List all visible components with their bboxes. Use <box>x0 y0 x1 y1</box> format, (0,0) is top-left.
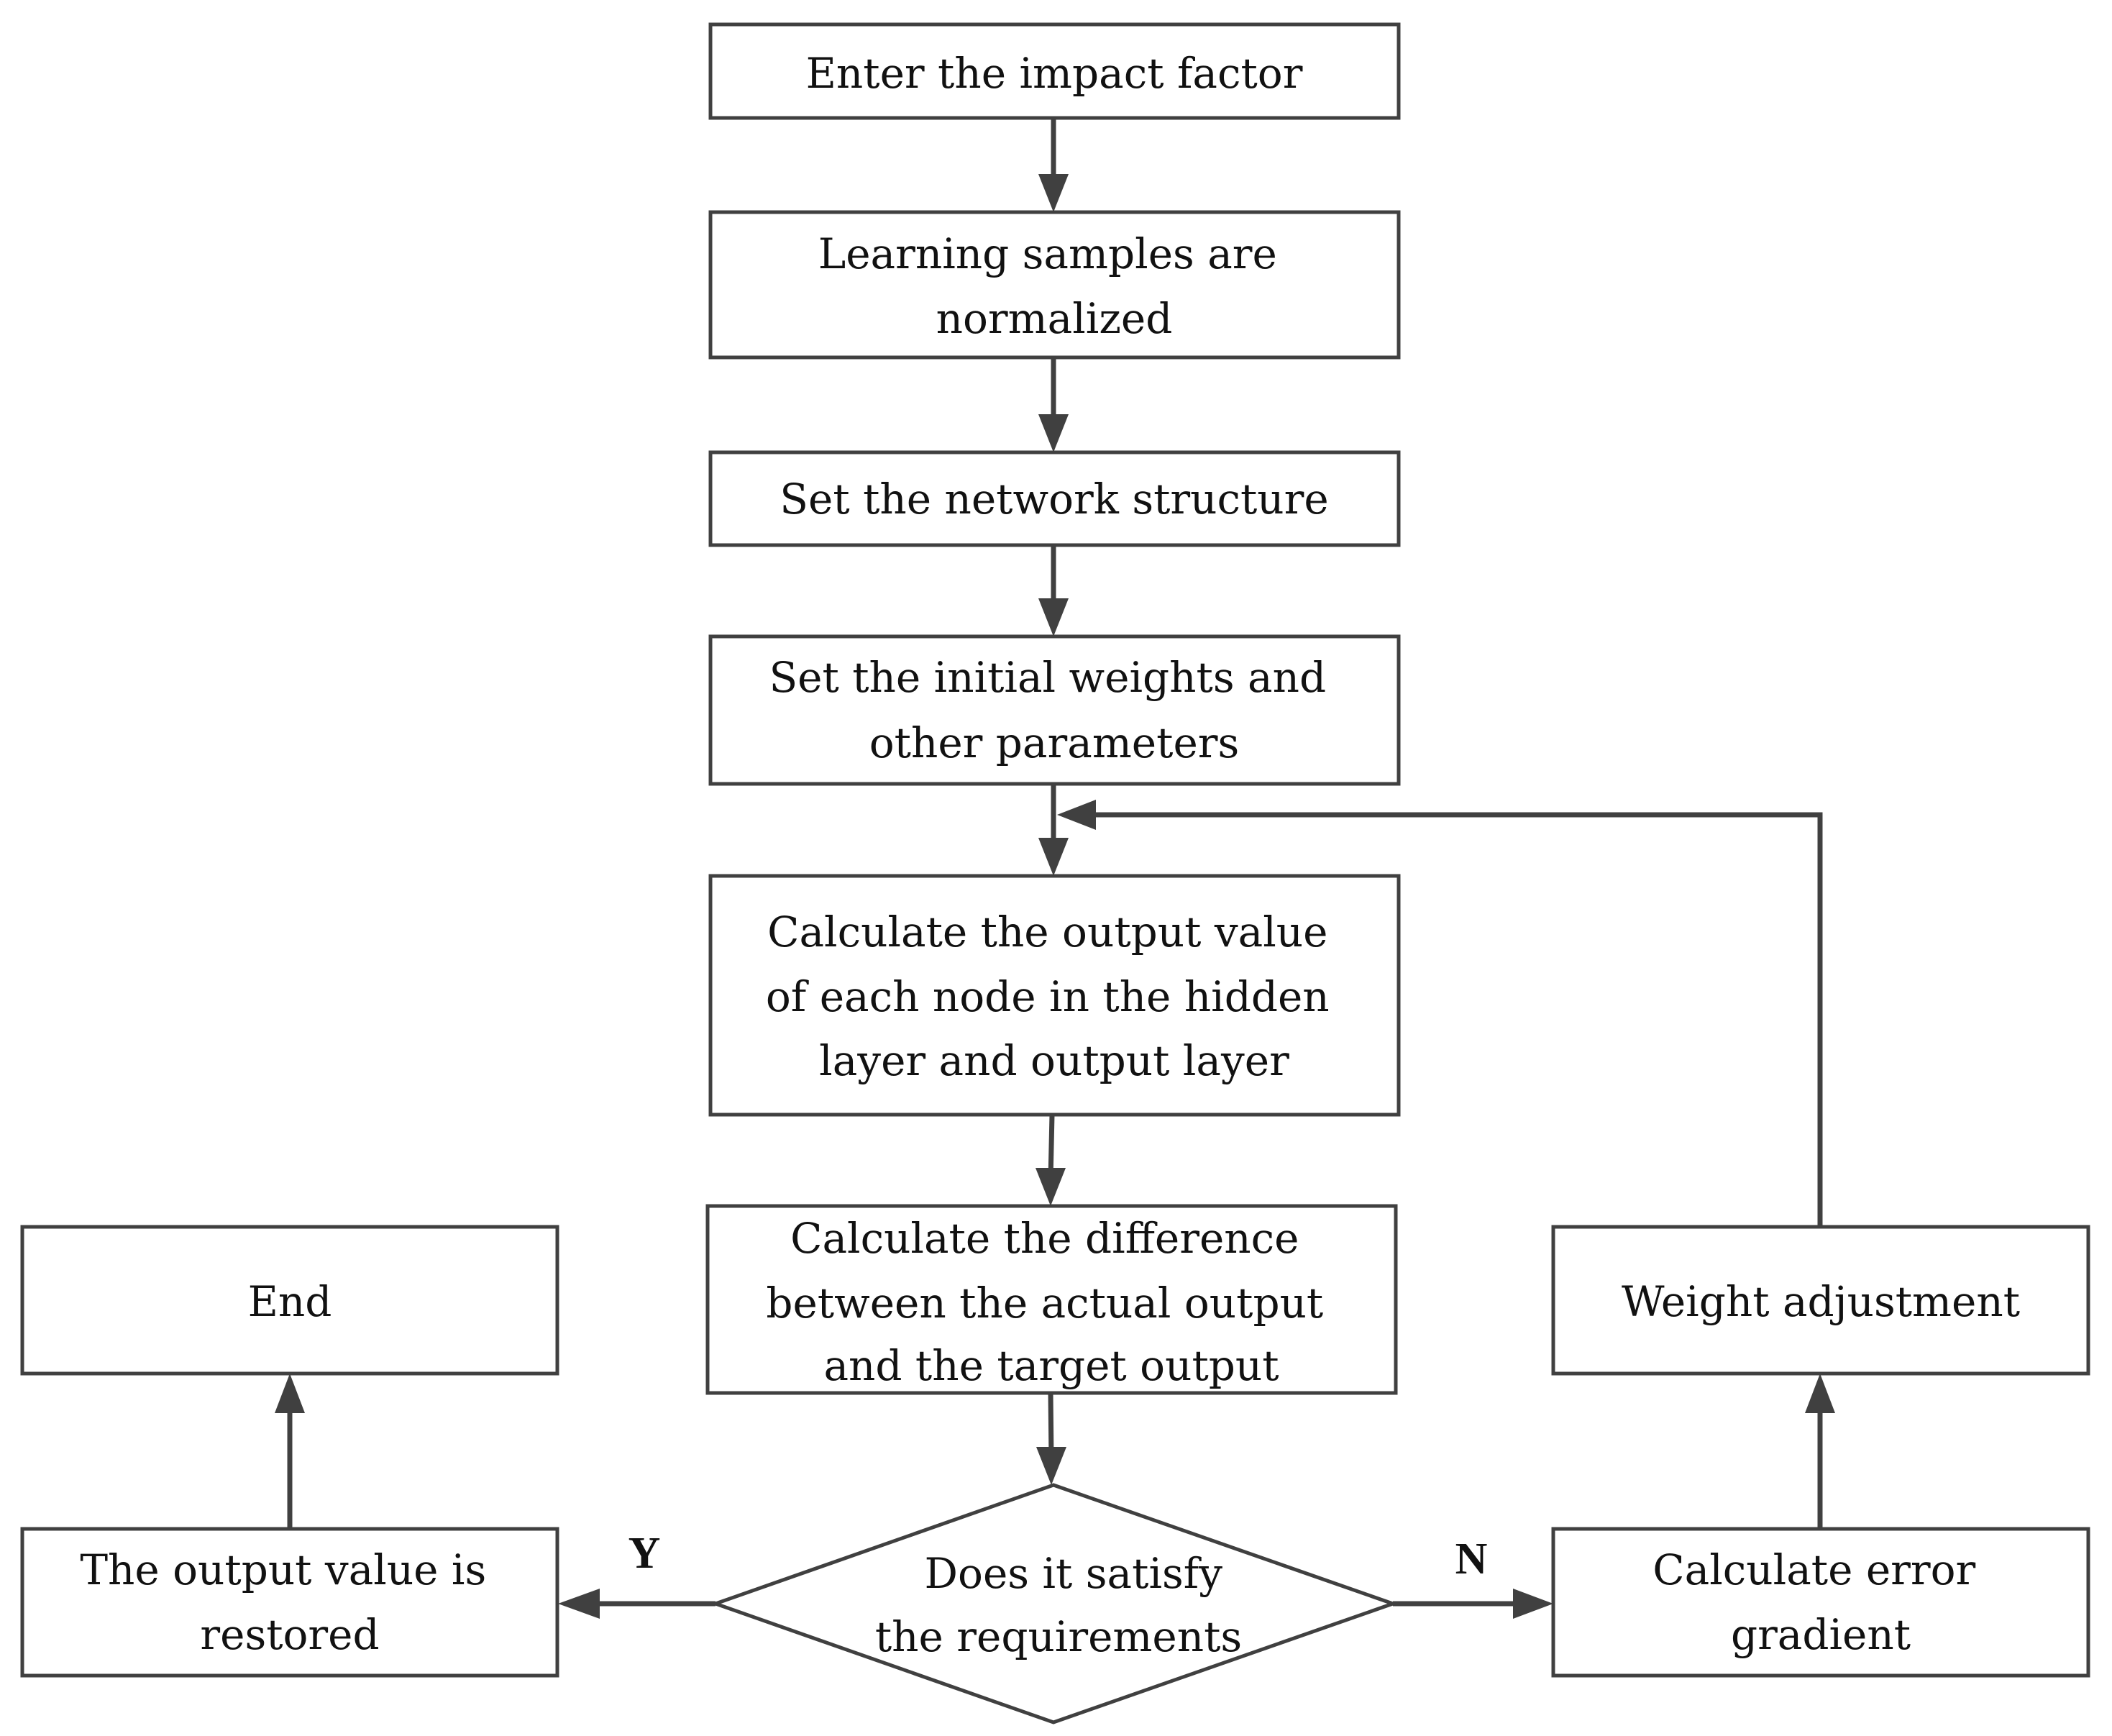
label-restore-line: The output value is <box>80 1545 486 1594</box>
label-initial: Set the initial weights and other parame… <box>769 653 1339 767</box>
label-difference-line: Calculate the difference <box>790 1214 1299 1263</box>
box-restore <box>20 1527 559 1678</box>
arrowhead-calc-output <box>1038 838 1069 876</box>
node-decision: Does it satisfy the requirements <box>710 1483 1399 1724</box>
label-normalize-line: normalized <box>936 294 1173 343</box>
label-difference: Calculate the difference between the act… <box>766 1214 1336 1390</box>
label-difference-line: between the actual output <box>766 1279 1323 1328</box>
label-enter: Enter the impact factor <box>806 49 1303 98</box>
box-end <box>20 1225 559 1376</box>
label-calc-output-line: Calculate the output value <box>767 908 1327 956</box>
node-end: End <box>20 1225 559 1376</box>
label-decision-line: Does it satisfy <box>925 1549 1223 1598</box>
box-calc-output <box>708 874 1401 1117</box>
label-restore: The output value is restored <box>80 1545 499 1659</box>
label-network-line: Set the network structure <box>780 475 1328 524</box>
box-normalize <box>708 210 1401 360</box>
label-weight-adjustment-line: Weight adjustment <box>1622 1277 2020 1326</box>
arrowhead-weight-adj <box>1805 1374 1835 1413</box>
box-network <box>708 450 1401 547</box>
label-initial-line: other parameters <box>869 718 1240 767</box>
label-weight-adjustment: Weight adjustment <box>1622 1277 2020 1326</box>
label-normalize-line: Learning samples are <box>818 229 1277 278</box>
arrowhead-difference <box>1036 1168 1066 1206</box>
box-difference <box>705 1204 1398 1395</box>
label-end-line: End <box>248 1277 332 1326</box>
node-calc-output: Calculate the output value of each node … <box>708 874 1401 1117</box>
branch-label-no: N <box>1455 1535 1488 1584</box>
label-decision: Does it satisfy the requirements <box>875 1549 1242 1661</box>
node-gradient: Calculate error gradient <box>1551 1527 2090 1678</box>
node-normalize: Learning samples are normalized <box>708 210 1401 360</box>
label-calc-output: Calculate the output value of each node … <box>766 908 1343 1085</box>
node-enter: Enter the impact factor <box>708 22 1401 120</box>
edge-weight-feedback-loop <box>1086 812 1823 1227</box>
arrowhead-decision <box>1036 1447 1066 1485</box>
label-decision-line: the requirements <box>875 1612 1242 1661</box>
label-end: End <box>248 1277 332 1326</box>
label-gradient: Calculate error gradient <box>1652 1545 1988 1659</box>
arrowhead-gradient <box>1513 1589 1553 1619</box>
edges <box>275 118 1835 1619</box>
label-normalize: Learning samples are normalized <box>818 229 1291 343</box>
label-restore-line: restored <box>200 1610 379 1659</box>
node-weight-adjustment: Weight adjustment <box>1551 1225 2090 1376</box>
label-enter-line: Enter the impact factor <box>806 49 1303 98</box>
label-initial-line: Set the initial weights and <box>769 653 1326 702</box>
box-weight-adjustment <box>1551 1225 2090 1376</box>
label-network: Set the network structure <box>780 475 1328 524</box>
arrowhead-end <box>275 1374 305 1413</box>
diamond-decision <box>710 1483 1399 1724</box>
node-network: Set the network structure <box>708 450 1401 547</box>
label-difference-line: and the target output <box>823 1341 1279 1390</box>
label-gradient-line: Calculate error <box>1652 1545 1975 1594</box>
node-restore: The output value is restored <box>20 1527 559 1678</box>
arrowhead-normalize <box>1038 174 1069 212</box>
arrowhead-network <box>1038 414 1069 452</box>
label-calc-output-line: of each node in the hidden <box>766 972 1330 1021</box>
node-difference: Calculate the difference between the act… <box>705 1204 1398 1395</box>
arrowhead-feedback <box>1057 800 1096 830</box>
arrowhead-restore <box>558 1589 600 1619</box>
node-initial: Set the initial weights and other parame… <box>708 634 1401 786</box>
label-calc-output-line: layer and output layer <box>819 1036 1289 1085</box>
branch-label-yes: Y <box>628 1529 661 1578</box>
box-enter <box>708 22 1401 120</box>
label-gradient-line: gradient <box>1731 1610 1911 1659</box>
box-initial <box>708 634 1401 786</box>
arrowhead-initial <box>1038 598 1069 636</box>
box-gradient <box>1551 1527 2090 1678</box>
